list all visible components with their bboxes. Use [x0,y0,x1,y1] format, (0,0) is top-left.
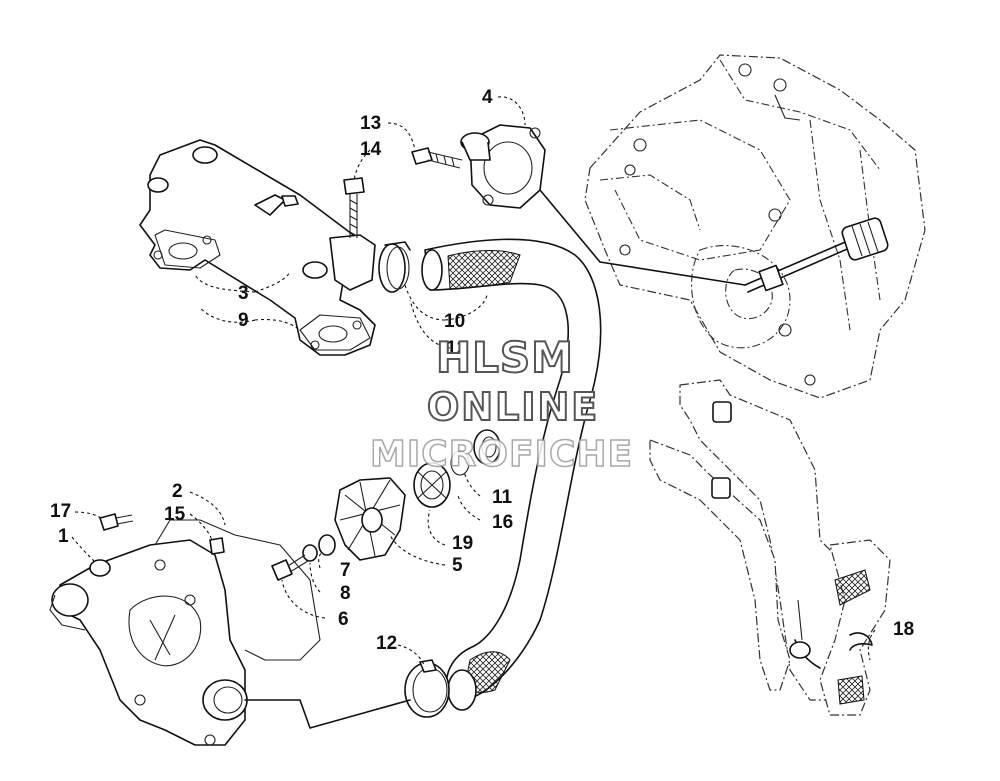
callout-2: 2 [172,481,183,502]
callout-9: 9 [238,310,249,331]
callout-8: 8 [340,583,351,604]
callout-18: 18 [893,619,915,640]
water-pump-housing [49,513,321,746]
watermark-line-2: ONLINE [426,385,600,429]
callout-1: 1 [58,526,69,547]
callout-16: 16 [492,512,514,533]
watermark-line-1: HLSM [435,333,574,382]
callout-5: 5 [452,555,463,576]
callout-12-lower: 12 [376,633,398,654]
water-outlet-manifold [139,139,411,356]
callout-15: 15 [164,504,186,525]
callout-3: 3 [238,283,249,304]
callout-6: 6 [338,609,349,630]
callout-12-upper: 12 [446,338,468,359]
coolant-hose [421,238,602,711]
hose-clamp-lower [404,659,450,718]
callout-13: 13 [360,113,382,134]
callout-4: 4 [482,87,493,108]
water-pump-impeller-stack [271,429,501,581]
callout-17: 17 [50,501,72,522]
callout-7: 7 [340,560,351,581]
engine-crankcase [584,54,926,399]
callout-14: 14 [360,139,382,160]
watermark-line-3: MICROFICHE [369,434,634,475]
callout-10: 10 [444,311,466,332]
thermostat-housing [411,124,746,286]
callout-11: 11 [492,487,513,508]
callout-19: 19 [452,533,474,554]
leader-lines [71,96,876,729]
breather-tubes [649,379,891,716]
